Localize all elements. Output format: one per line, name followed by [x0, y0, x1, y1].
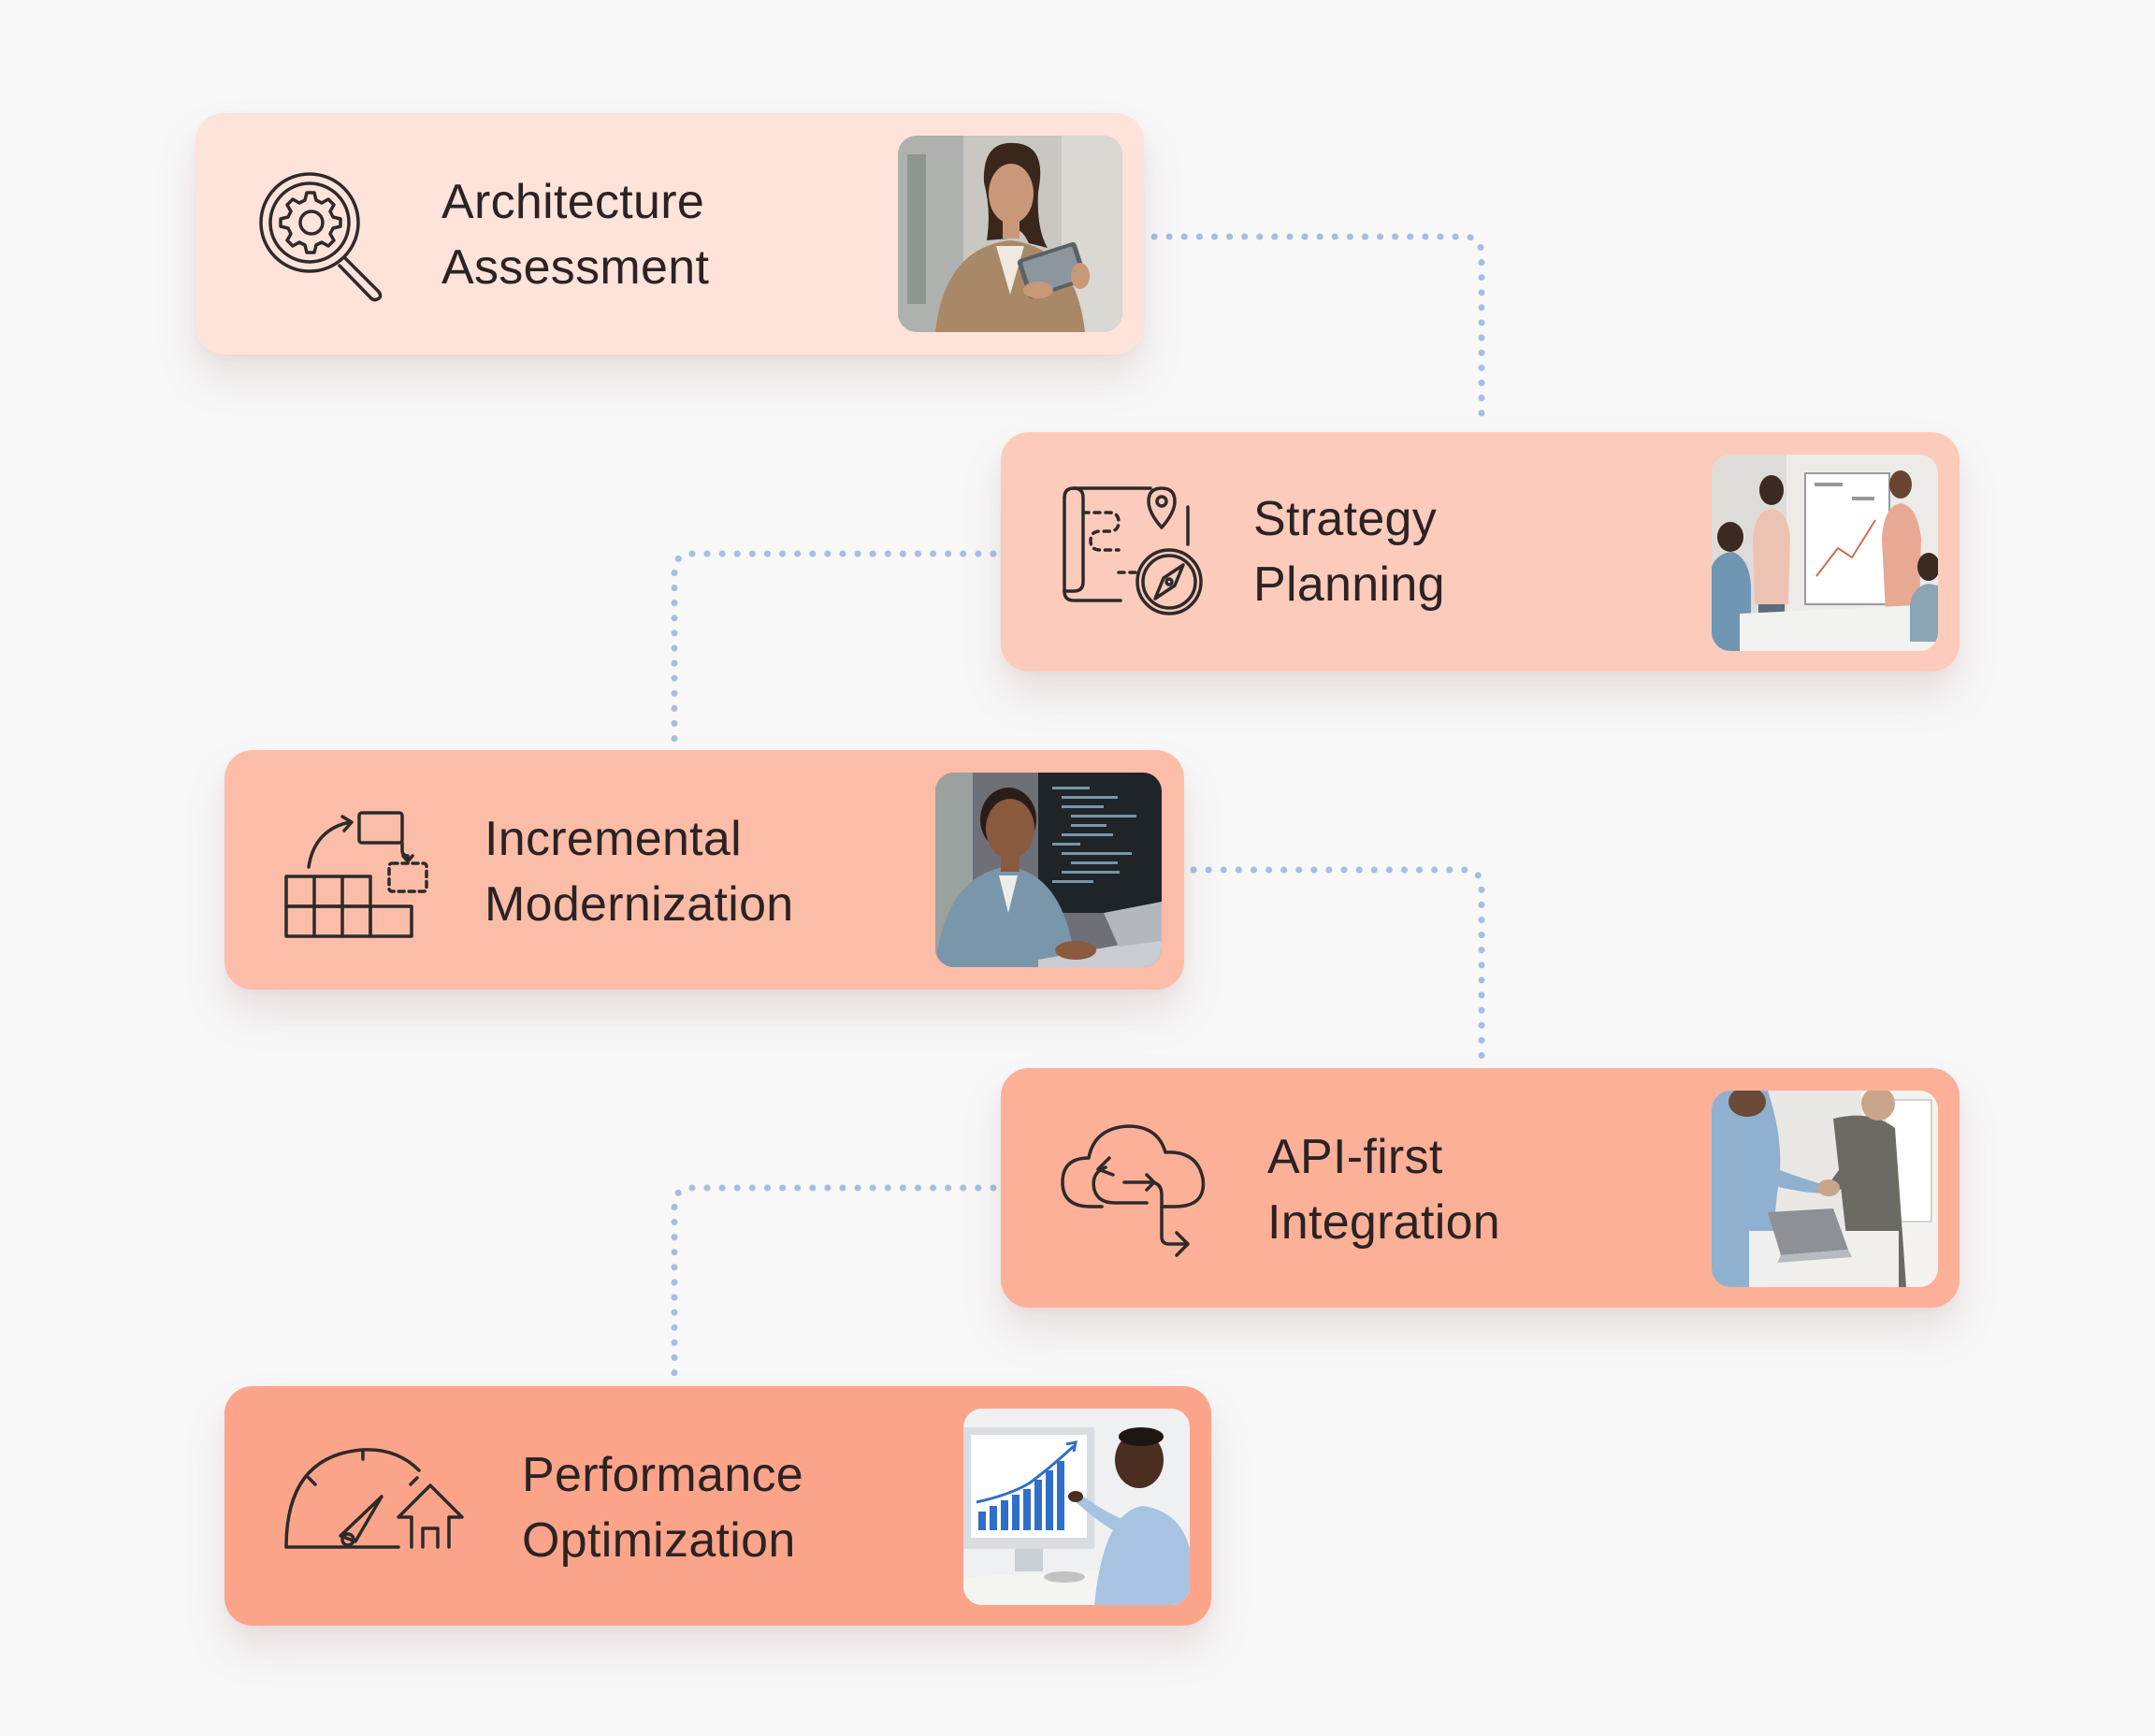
- magnifier-gear-icon: [252, 165, 392, 305]
- step-title-line-1: API-first: [1267, 1130, 1443, 1184]
- step-card-incremental-modernization: Incremental Modernization: [224, 750, 1184, 990]
- step-title-line-2: Optimization: [522, 1513, 796, 1568]
- connector-4-5: [671, 1184, 997, 1381]
- step-title: Strategy Planning: [1253, 486, 1445, 617]
- step-title-line-2: Planning: [1253, 557, 1445, 612]
- man-pointing-at-chart-photo: [963, 1409, 1190, 1605]
- step-title: API-first Integration: [1267, 1124, 1500, 1255]
- connector-1-2: [1150, 233, 1485, 427]
- woman-with-tablet-photo: [898, 136, 1122, 332]
- building-blocks-icon: [281, 802, 430, 942]
- step-title: Architecture Assessment: [441, 169, 709, 300]
- step-card-performance-optimization: Performance Optimization: [224, 1386, 1211, 1626]
- map-compass-icon: [1057, 479, 1207, 619]
- speedometer-arrow-icon: [281, 1442, 468, 1569]
- step-title-line-2: Integration: [1267, 1195, 1501, 1250]
- developer-at-laptop-photo: [935, 773, 1162, 967]
- step-title-line-1: Strategy: [1253, 492, 1438, 546]
- step-title-line-1: Architecture: [441, 175, 705, 229]
- step-title-line-1: Incremental: [485, 812, 742, 866]
- step-title-line-2: Modernization: [485, 877, 794, 932]
- step-card-api-first-integration: API-first Integration: [1001, 1068, 1960, 1308]
- step-card-strategy-planning: Strategy Planning: [1001, 432, 1960, 672]
- connector-2-3: [671, 550, 997, 745]
- handshake-photo: [1712, 1091, 1938, 1287]
- team-whiteboard-meeting-photo: [1712, 455, 1938, 651]
- step-title: Performance Optimization: [522, 1442, 803, 1573]
- step-title-line-2: Assessment: [441, 240, 710, 295]
- connector-3-4: [1190, 866, 1485, 1063]
- step-title-line-1: Performance: [522, 1448, 803, 1502]
- cloud-sync-icon: [1057, 1117, 1216, 1257]
- step-title: Incremental Modernization: [485, 806, 794, 937]
- step-card-architecture-assessment: Architecture Assessment: [195, 113, 1144, 354]
